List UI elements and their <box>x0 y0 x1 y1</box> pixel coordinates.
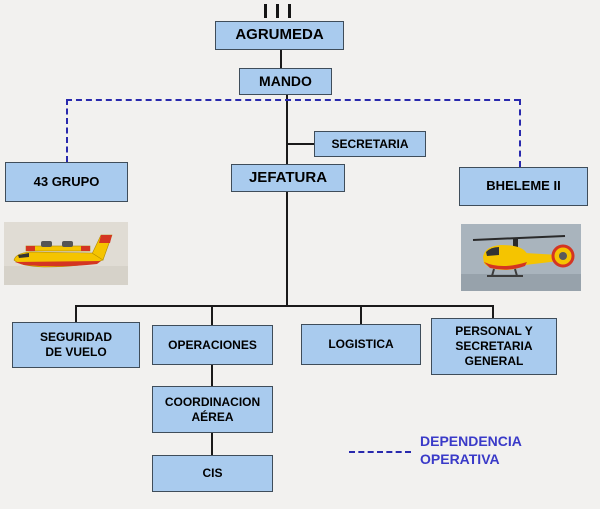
connector-bus-seguridad <box>75 305 77 322</box>
connector-bus-personal <box>492 305 494 318</box>
connector-agrumeda-mando <box>280 50 282 68</box>
connector-bus <box>75 305 494 307</box>
connector-jefatura-secretaria <box>288 143 314 145</box>
connector-operaciones-coordinacion <box>211 365 213 386</box>
legend-label: DEPENDENCIA OPERATIVA <box>420 433 522 468</box>
node-personal-y-secretaria-general: PERSONAL Y SECRETARIA GENERAL <box>431 318 557 375</box>
node-seguridad-de-vuelo: SEGURIDAD DE VUELO <box>12 322 140 368</box>
node-logistica: LOGISTICA <box>301 324 421 365</box>
connector-jefatura-bus <box>286 192 288 307</box>
dashed-operative-horizontal <box>66 99 520 101</box>
seaplane-image <box>4 222 128 285</box>
legend-dashed-line-sample <box>349 451 411 453</box>
node-mando: MANDO <box>239 68 332 95</box>
node-coordinacion-aerea: COORDINACION AÉREA <box>152 386 273 433</box>
node-43-grupo: 43 GRUPO <box>5 162 128 202</box>
mast-marks-icon <box>264 4 291 18</box>
dashed-operative-left <box>66 99 68 162</box>
node-jefatura: JEFATURA <box>231 164 345 192</box>
node-secretaria: SECRETARIA <box>314 131 426 157</box>
connector-bus-operaciones <box>211 305 213 325</box>
connector-coordinacion-cis <box>211 433 213 455</box>
node-cis: CIS <box>152 455 273 492</box>
node-agrumeda: AGRUMEDA <box>215 21 344 50</box>
connector-mando-jefatura <box>286 95 288 164</box>
node-bheleme-ii: BHELEME II <box>459 167 588 206</box>
helicopter-image <box>461 224 581 291</box>
dashed-operative-right <box>519 99 521 167</box>
connector-bus-logistica <box>360 305 362 324</box>
node-operaciones: OPERACIONES <box>152 325 273 365</box>
